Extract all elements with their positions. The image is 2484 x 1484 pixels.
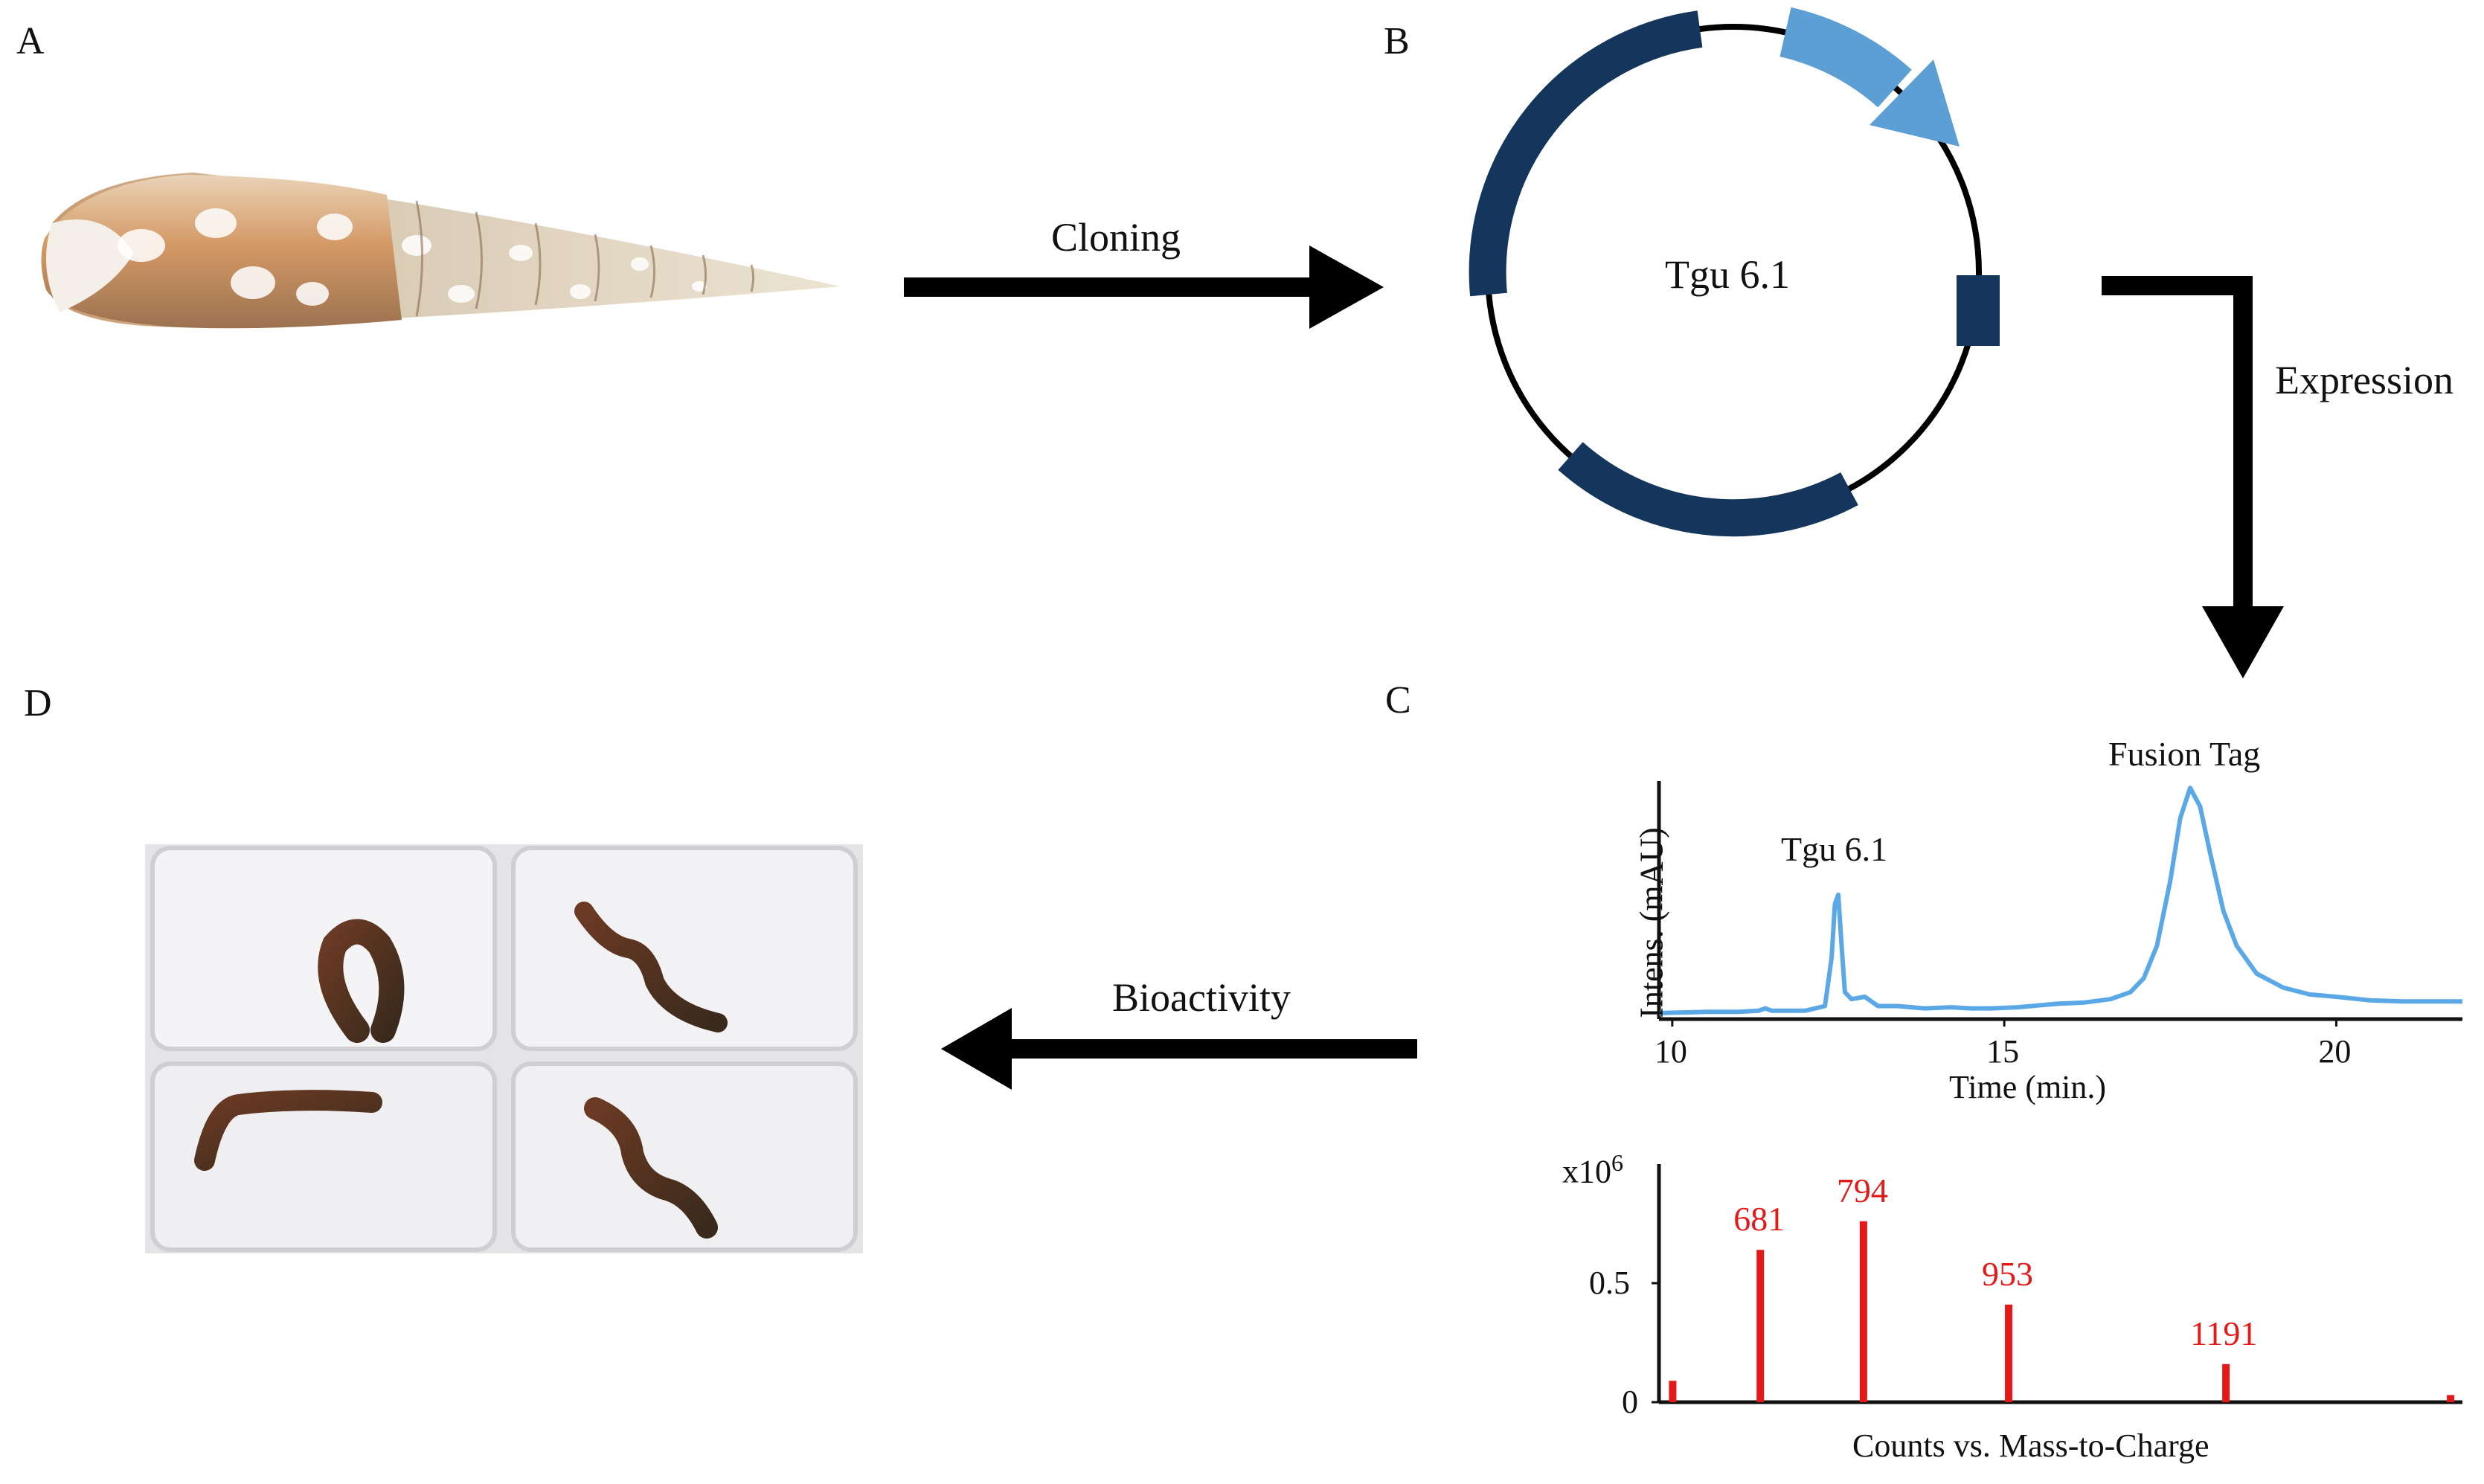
mass-spectrum-peak [1756,1250,1765,1402]
mass-spectrum-y-tick-label: 0 [1622,1384,1638,1420]
cloning-arrow [904,245,1384,329]
plasmid-label: Tgu 6.1 [1665,252,1790,297]
chromatogram-x-tick-label: 15 [1986,1033,2020,1070]
mass-spectrum-y-unit-exponent: 6 [1611,1149,1623,1176]
panel-label-d: D [24,682,52,725]
chromatogram-trace [1658,786,2462,1015]
cloning-label: Cloning [1051,215,1181,260]
chromatogram-x-tick-label: 20 [2318,1033,2352,1070]
chromatogram-y-label: Intens. (mAU) [1633,827,1670,1018]
mass-spectrum-peak-label: 953 [1982,1254,2034,1293]
mass-spectrum-peak [2222,1363,2230,1402]
mass-spectrum-peak [2005,1304,2013,1402]
bioactivity-label: Bioactivity [1112,975,1291,1020]
chromatogram-x-tick-label: 10 [1654,1033,1687,1070]
expression-arrow [2102,276,2284,678]
panel-label-c: C [1385,679,1411,722]
mass-spectrum-peak-label: 794 [1836,1171,1888,1210]
chromatogram-peak-label: Fusion Tag [2108,735,2261,774]
chromatogram-plot [1657,781,2462,1027]
plasmid-map [1469,7,2000,537]
shell-image [41,173,841,329]
panel-label-b: B [1384,20,1410,62]
expression-label: Expression [2275,358,2453,402]
mass-spectrum-peak-label: 1191 [2190,1314,2258,1352]
mass-spectrum-plot [1652,1164,2462,1404]
panel-label-a: A [16,20,45,62]
worm-bioassay-image [145,844,863,1253]
chromatogram-peak-label: Tgu 6.1 [1780,830,1888,869]
mass-spectrum-y-unit: x106 [1562,1149,1623,1191]
mass-spectrum-peak [1859,1221,1867,1402]
mass-spectrum-peak [2447,1395,2455,1402]
bioactivity-arrow [941,1008,1417,1090]
mass-spectrum-x-label: Counts vs. Mass-to-Charge [1852,1427,2209,1464]
mass-spectrum-peak-label: 681 [1733,1200,1785,1239]
mass-spectrum-y-tick-label: 0.5 [1589,1265,1630,1301]
mass-spectrum-y-unit-base: x10 [1562,1153,1611,1190]
mass-spectrum-peak [1669,1381,1677,1402]
chromatogram-x-label: Time (min.) [1949,1069,2107,1105]
